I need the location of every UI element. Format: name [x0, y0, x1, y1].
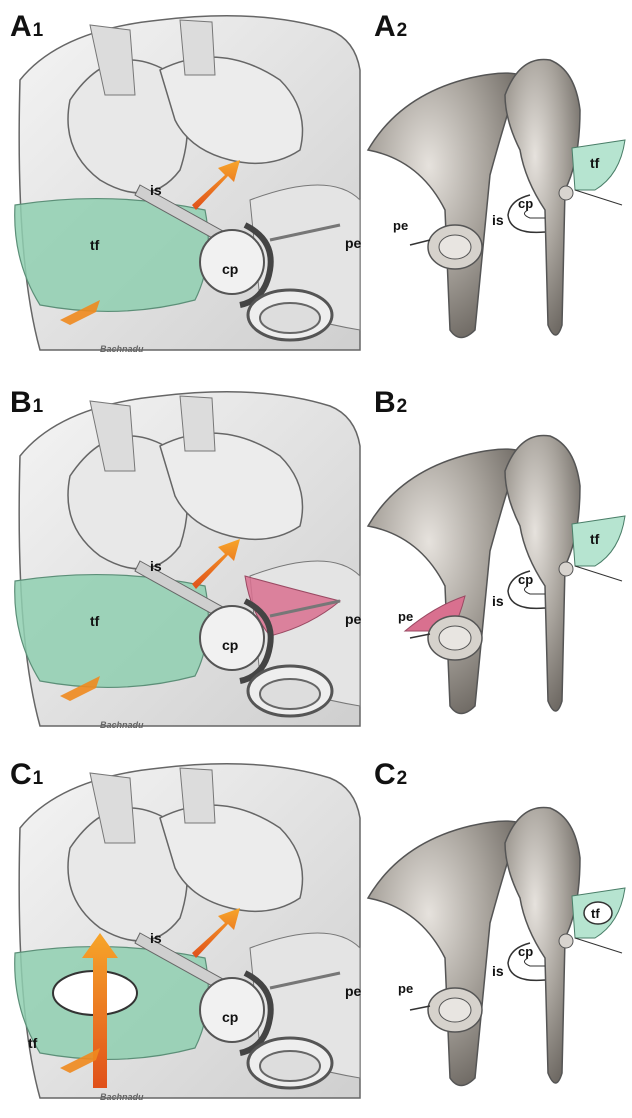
- panel-b: tf is cp pe Bachnadu tf is cp pe: [0, 376, 632, 748]
- label-cp: cp: [222, 261, 238, 277]
- label-tf: tf: [90, 613, 100, 629]
- middle-ear-drawing-c1: tf is cp pe Bachnadu: [15, 764, 362, 1102]
- label-cp: cp: [518, 572, 533, 587]
- label-is: is: [150, 558, 162, 574]
- middle-ear-drawing-a1: tf is cp pe Bachnadu: [15, 16, 362, 354]
- label-pe: pe: [398, 981, 413, 996]
- label-cp: cp: [518, 944, 533, 959]
- label-pe: pe: [345, 983, 362, 999]
- ossicle-schematic-b2: tf is cp pe: [368, 435, 625, 713]
- label-pe: pe: [345, 235, 362, 251]
- ossicle-schematic-c2: tf is cp pe: [368, 807, 625, 1085]
- label-is: is: [150, 930, 162, 946]
- label-tf: tf: [28, 1035, 38, 1051]
- label-is: is: [492, 963, 504, 979]
- label-is: is: [492, 212, 504, 228]
- label-is: is: [492, 593, 504, 609]
- label-tf: tf: [590, 531, 600, 547]
- label-cp: cp: [518, 196, 533, 211]
- ossicle-schematic-a2: tf is cp pe: [368, 59, 625, 337]
- label-tf: tf: [591, 906, 600, 921]
- label-pe: pe: [345, 611, 362, 627]
- panel-a: tf is cp pe Bachnadu tf is cp pe: [0, 0, 632, 372]
- label-cp: cp: [222, 1009, 238, 1025]
- label-tf: tf: [90, 237, 100, 253]
- middle-ear-drawing-b1: tf is cp pe Bachnadu: [15, 392, 362, 730]
- label-pe: pe: [398, 609, 413, 624]
- label-cp: cp: [222, 637, 238, 653]
- label-pe: pe: [393, 218, 408, 233]
- signature: Bachnadu: [100, 344, 144, 354]
- label-tf: tf: [590, 155, 600, 171]
- signature: Bachnadu: [100, 1092, 144, 1102]
- label-is: is: [150, 182, 162, 198]
- signature: Bachnadu: [100, 720, 144, 730]
- panel-c: tf is cp pe Bachnadu tf is cp pe: [0, 748, 632, 1118]
